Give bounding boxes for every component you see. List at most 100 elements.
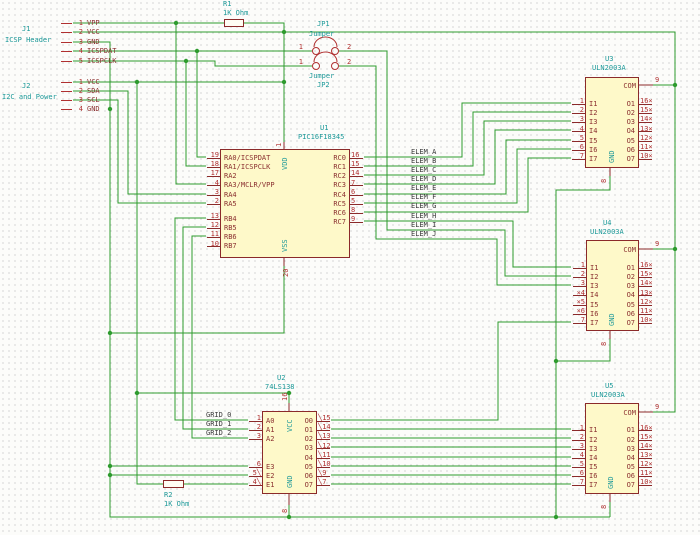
pin-row: 4╲E1 (249, 478, 316, 490)
pin-row: 14×O3 (586, 115, 653, 127)
pin-row: 10×O7 (586, 478, 653, 490)
u5-part: ULN2003A (591, 391, 625, 399)
net-label: ELEM_F (411, 193, 437, 202)
pin-row: 12×O5 (586, 134, 653, 145)
r1-value: 1K Ohm (223, 9, 249, 17)
net-label: ELEM_C (411, 165, 437, 174)
r2-value: 1K Ohm (164, 500, 190, 508)
pin-row: 10×O7 (587, 316, 653, 327)
pin-row: 16×O1 (586, 97, 653, 108)
u5-com-num: 9 (655, 403, 659, 411)
pin-row: 15×O2 (586, 106, 653, 118)
u1-ref: U1 (320, 124, 329, 132)
u3-gnd-num: 8 (600, 179, 608, 183)
pin-row: 16×O1 (587, 261, 653, 272)
u1-vdd-num: 1 (275, 143, 283, 147)
net-label: ELEM_G (411, 202, 437, 211)
u3-gnd-pin-name: GND (608, 150, 616, 163)
r2-resistor[interactable] (163, 480, 184, 488)
r1-resistor[interactable] (224, 19, 244, 27)
u1-vss-num: 20 (282, 269, 290, 277)
net-label: GRID_2 (206, 428, 232, 437)
jp1-symbol[interactable] (312, 36, 339, 55)
u3-com-num: 9 (655, 76, 659, 84)
u4-com-num: 9 (655, 240, 659, 248)
jp1-ref: JP1 (317, 20, 330, 28)
pin-row: 14×O3 (587, 279, 653, 291)
pin-row: 11×O6 (586, 469, 653, 481)
j2-desc: I2C and Power (2, 93, 57, 101)
u4-gnd-pin-name: GND (608, 313, 616, 326)
pin-row: 16×O1 (586, 424, 653, 435)
net-label: GRID_1 (206, 419, 232, 428)
u4-com-pin-name: COM (623, 246, 636, 254)
u2-vcc-pin-name: VCC (286, 419, 294, 432)
u1-vdd-pin-name: VDD (281, 157, 289, 170)
u1-vss-pin-name: VSS (281, 239, 289, 252)
u5-gnd-num: 8 (600, 505, 608, 509)
wires (73, 22, 676, 518)
r1-ref: R1 (223, 0, 232, 8)
u2-gnd-num: 8 (281, 509, 289, 513)
u2-vcc-num: 16 (281, 393, 289, 401)
u4-part: ULN2003A (590, 228, 624, 236)
jp2-pin1-num: 1 (299, 58, 303, 66)
u4-gnd-num: 8 (600, 342, 608, 346)
pin-row: 11×O6 (586, 143, 653, 154)
u4-ref: U4 (603, 219, 612, 227)
net-label: ELEM_B (411, 156, 437, 165)
net-label: ELEM_A (411, 147, 437, 156)
u5-gnd-pin-name: GND (607, 476, 615, 489)
u3-com-pin-name: COM (623, 82, 636, 90)
j1-desc: ICSP Header (5, 36, 52, 44)
pin-row: 13×O4 (587, 289, 653, 300)
pin-row: 11×O6 (587, 307, 653, 318)
u5-ref: U5 (605, 382, 614, 390)
jp2-symbol[interactable] (312, 51, 339, 70)
pin-row: 10×O7 (586, 152, 653, 163)
